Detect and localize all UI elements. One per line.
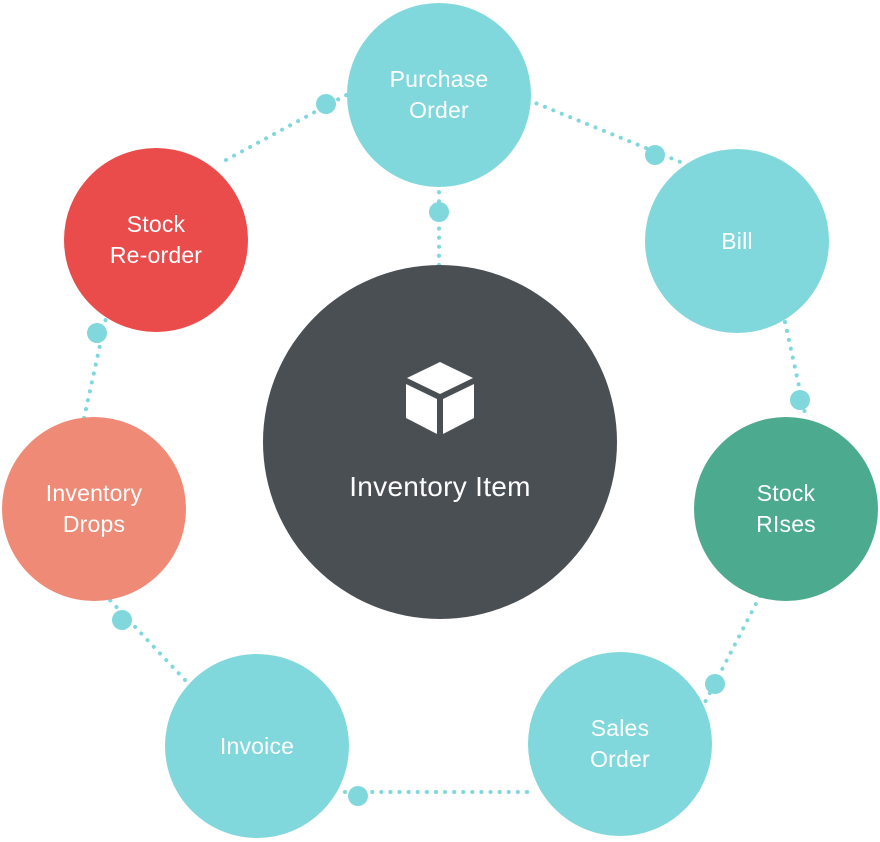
bill-label: Bill (721, 227, 753, 254)
inventory-drops-label: Inventory Drops (45, 480, 143, 537)
stock-re-order-label: Stock Re-order (109, 211, 203, 268)
sales-order-label: Sales Order (590, 715, 650, 772)
stock-re-order-to-purchase-order-dot (316, 94, 336, 114)
invoice-to-inventory-drops-line (106, 596, 187, 682)
box-icon (406, 362, 474, 434)
bill-node: Bill (645, 149, 829, 333)
purchase-order-node: Purchase Order (347, 3, 531, 187)
purchase-order-to-bill-line (526, 98, 702, 172)
inventory-drops-to-stock-re-order-dot (87, 323, 107, 343)
bill-to-stock-rises-dot (790, 390, 810, 410)
inventory-drops-to-stock-re-order-line (82, 316, 108, 420)
sales-order-to-invoice-dot (348, 786, 368, 806)
invoice-node: Invoice (165, 654, 349, 838)
stock-rises-node: Stock RIses (694, 417, 878, 601)
inventory-item-label: Inventory Item (349, 471, 531, 502)
stock-rises-to-sales-order-line (698, 594, 762, 714)
purchase-order-to-bill-dot (645, 145, 665, 165)
invoice-label: Invoice (219, 732, 295, 759)
inventory-item-node: Inventory Item (263, 265, 617, 619)
invoice-to-inventory-drops-dot (112, 610, 132, 630)
purchase-order-label: Purchase Order (389, 66, 489, 123)
stock-rises-label: Stock RIses (756, 480, 816, 537)
inventory-drops-node: Inventory Drops (2, 417, 186, 601)
center-to-purchase-order-dot (429, 202, 449, 222)
stock-rises-to-sales-order-dot (705, 674, 725, 694)
stock-re-order-node: Stock Re-order (64, 148, 248, 332)
sales-order-node: Sales Order (528, 652, 712, 836)
